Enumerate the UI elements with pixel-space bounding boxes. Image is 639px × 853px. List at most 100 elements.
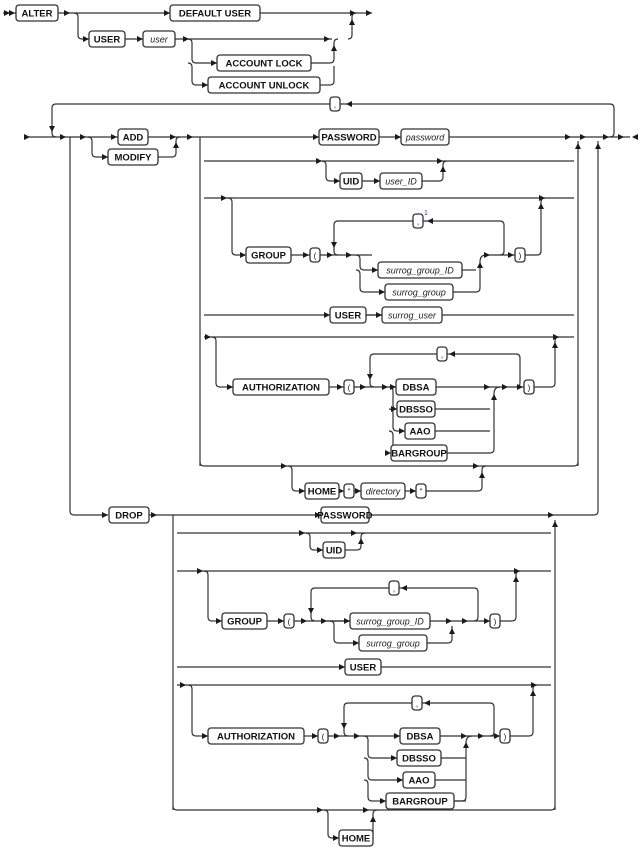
arrow-right-icon <box>205 334 211 340</box>
arrow-right-icon <box>484 618 490 624</box>
drop-keyword-box <box>108 506 150 524</box>
group-close-paren-box <box>514 247 526 263</box>
account-unlock-keyword-label: ACCOUNT UNLOCK <box>219 80 310 91</box>
arrow-down-icon <box>341 723 347 729</box>
rail-curve <box>593 141 599 516</box>
auth-option-bargroup-label: BARGROUP <box>391 448 447 459</box>
arrow-right-icon <box>603 134 609 140</box>
arrow-right-icon <box>315 512 321 518</box>
footnote-marker: 1 <box>424 210 428 217</box>
arrow-up-icon <box>449 628 455 634</box>
rail-curve <box>427 626 453 644</box>
user-clause-keyword-box <box>329 306 367 324</box>
drop-auth-option-dbsa: DBSA <box>399 727 441 745</box>
rail-curve <box>329 66 335 86</box>
drop-authorization-keyword: AUTHORIZATION <box>207 727 305 745</box>
arrow-right-icon <box>202 82 208 88</box>
arrow-up-icon <box>575 143 581 149</box>
arrow-right-icon <box>553 334 559 340</box>
arrow-right-icon <box>484 384 490 390</box>
uid-keyword-label: UID <box>343 176 360 187</box>
arrow-left-icon <box>346 101 352 107</box>
railroad-arrows <box>4 10 638 841</box>
arrow-right-icon <box>410 488 416 494</box>
uid-keyword: UID <box>339 172 363 190</box>
arrow-right-icon <box>548 512 554 518</box>
account-unlock-keyword-box <box>207 76 321 94</box>
arrow-right-icon <box>216 618 222 624</box>
drop-uid-keyword-label: UID <box>326 545 343 556</box>
arrow-right-icon <box>502 384 508 390</box>
drop-surrog-group-id-variable-label: surrog_group_ID <box>356 616 424 626</box>
auth-option-bargroup-box <box>390 444 448 462</box>
arrow-right-icon <box>461 733 467 739</box>
rail-curve <box>477 465 487 492</box>
arrow-right-icon <box>183 36 189 42</box>
arrow-right-icon <box>376 312 382 318</box>
arrow-right-icon <box>221 195 227 201</box>
arrow-right-icon <box>366 10 372 16</box>
surrog-group-id-variable-label: surrog_group_ID <box>386 265 454 275</box>
group-open-paren-box <box>309 247 321 263</box>
arrow-left-icon <box>427 218 433 224</box>
arrow-right-icon <box>391 755 397 761</box>
arrow-right-icon <box>80 134 86 140</box>
drop-group-close-paren-box <box>489 613 501 629</box>
arrow-right-icon <box>508 252 514 258</box>
arrow-right-icon <box>363 807 369 813</box>
auth-open-paren-label: ( <box>348 383 351 392</box>
password-variable-label: password <box>405 132 446 142</box>
rail-curve <box>323 809 333 839</box>
home-keyword-box <box>304 482 340 500</box>
arrow-left-icon <box>424 700 430 706</box>
rail-curve <box>363 779 373 802</box>
arrow-left-icon <box>401 585 407 591</box>
arrow-right-icon <box>170 134 176 140</box>
arrow-right-icon <box>313 134 319 140</box>
arrow-up-icon <box>440 166 446 172</box>
arrow-right-icon <box>151 512 157 518</box>
arrow-right-icon <box>372 267 378 273</box>
rail-curve <box>87 136 97 158</box>
arrow-right-icon <box>64 10 70 16</box>
drop-home-keyword: HOME <box>338 829 374 847</box>
arrow-right-icon <box>391 406 397 412</box>
arrow-right-icon <box>278 618 284 624</box>
arrow-right-icon <box>385 450 391 456</box>
drop-surrog-group-variable: surrog_group <box>358 634 428 652</box>
surrog-group-id-variable-box <box>377 261 463 279</box>
surrog-user-variable: surrog_user <box>381 306 443 324</box>
drop-uid-keyword: UID <box>322 541 346 559</box>
repeat-comma-separator: , <box>329 96 341 112</box>
arrow-right-icon <box>395 134 401 140</box>
drop-auth-option-dbsso-box <box>396 749 442 767</box>
rail-curve <box>227 197 237 256</box>
drop-home-keyword-box <box>338 829 374 847</box>
rail-curve <box>211 336 221 388</box>
drop-auth-option-aao: AAO <box>402 771 436 789</box>
arrow-right-icon <box>514 568 520 574</box>
rail-curve <box>187 38 197 64</box>
drop-auth-option-dbsa-label: DBSA <box>407 731 434 742</box>
arrow-right-icon <box>580 134 586 140</box>
arrow-right-icon <box>399 428 405 434</box>
arrow-up-icon <box>349 19 355 25</box>
surrog-group-variable-label: surrog_group <box>392 287 446 297</box>
arrow-up-icon <box>463 742 469 748</box>
arrow-right-icon <box>102 154 108 160</box>
arrow-right-icon <box>351 530 357 536</box>
arrow-right-icon <box>102 512 108 518</box>
arrow-right-icon <box>4 10 10 16</box>
arrow-up-icon <box>491 394 497 400</box>
drop-auth-close-paren-box <box>499 728 511 744</box>
rail-curve <box>73 12 83 40</box>
group-close-paren: ) <box>514 247 526 263</box>
open-quote-label: " <box>348 487 351 496</box>
authorization-keyword: AUTHORIZATION <box>232 378 330 396</box>
directory-variable-label: directory <box>366 486 401 496</box>
arrow-left-icon <box>449 351 455 357</box>
auth-option-dbsa: DBSA <box>395 378 437 396</box>
rail-curve <box>355 269 365 293</box>
arrow-right-icon <box>333 835 339 841</box>
password-keyword-box <box>318 128 380 146</box>
